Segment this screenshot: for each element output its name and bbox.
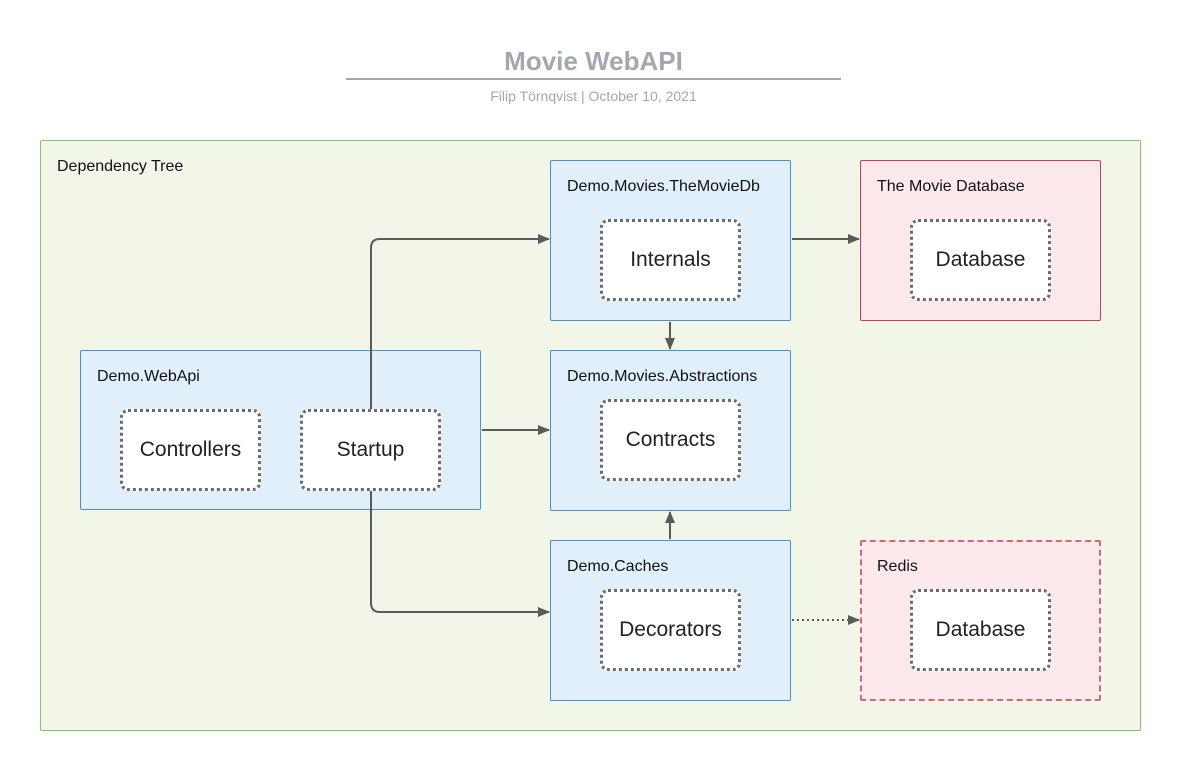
redis-database-component[interactable]: Database bbox=[910, 589, 1051, 671]
diagram-title: Movie WebAPI bbox=[504, 46, 683, 76]
moviedatabase-label: The Movie Database bbox=[877, 178, 1025, 195]
themoviedb-label: Demo.Movies.TheMovieDb bbox=[567, 178, 760, 195]
abstractions-label: Demo.Movies.Abstractions bbox=[567, 368, 758, 385]
caches-label: Demo.Caches bbox=[567, 558, 669, 575]
moviedatabase-database-component[interactable]: Database bbox=[910, 219, 1051, 301]
controllers-component[interactable]: Controllers bbox=[120, 409, 261, 491]
redis-label: Redis bbox=[877, 558, 918, 575]
internals-component[interactable]: Internals bbox=[600, 219, 741, 301]
contracts-component[interactable]: Contracts bbox=[600, 399, 741, 481]
dependency-tree-label: Dependency Tree bbox=[57, 158, 184, 175]
title-underline bbox=[346, 78, 841, 80]
decorators-component[interactable]: Decorators bbox=[600, 589, 741, 671]
startup-component[interactable]: Startup bbox=[300, 409, 441, 491]
diagram-subtitle: Filip Törnqvist | October 10, 2021 bbox=[490, 88, 697, 104]
webapi-label: Demo.WebApi bbox=[97, 368, 200, 385]
